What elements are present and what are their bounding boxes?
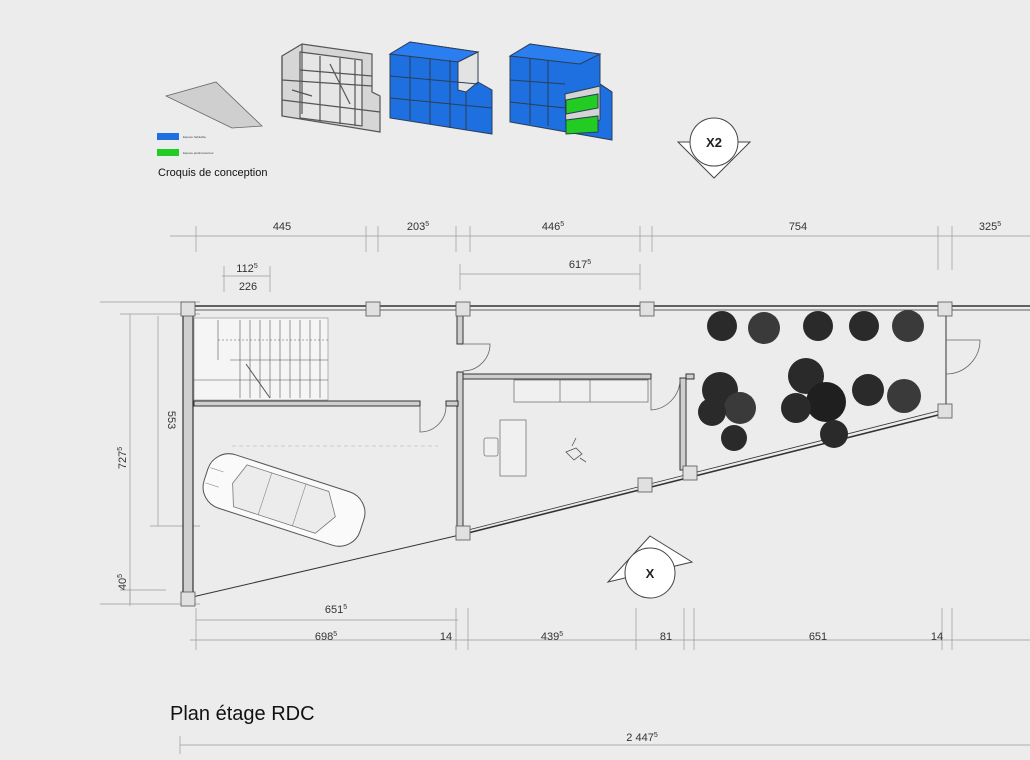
dim-top-1: 445: [273, 221, 291, 233]
dim-inner-bottom: 6515: [325, 604, 347, 616]
staircase: [193, 317, 329, 401]
structural-columns: [180, 301, 953, 607]
dimension-lines-top: [170, 226, 1030, 292]
dim-bottom-5: 651: [809, 631, 827, 643]
dim-bottom-4: 81: [660, 631, 672, 643]
plan-title: Plan étage RDC: [170, 703, 315, 725]
svg-text:X2: X2: [706, 135, 722, 150]
dimension-lines-side: [100, 301, 1030, 754]
svg-text:X: X: [646, 566, 655, 581]
office-furniture: [483, 379, 649, 477]
garden-plants: [698, 310, 924, 451]
dim-top-2: 2035: [407, 221, 429, 233]
dimension-labels: 445 2035 4465 754 3255 1125 6175 226 727…: [117, 221, 1001, 744]
dim-bottom-6: 14: [931, 631, 943, 643]
dim-top-5: 3255: [979, 221, 1001, 233]
dim-left-1: 7275: [117, 447, 129, 469]
dim-second-2: 6175: [569, 259, 591, 271]
dim-bottom-2: 14: [440, 631, 452, 643]
dim-top-4: 754: [789, 221, 807, 233]
doors: [419, 339, 981, 433]
dim-left-3: 405: [117, 574, 129, 590]
dim-total: 2 4475: [626, 732, 658, 744]
car: [202, 453, 366, 547]
interior-walls: [193, 309, 947, 533]
dim-left-2: 553: [165, 411, 177, 429]
site-wedge-sketch: [164, 81, 263, 129]
dim-third-1: 226: [239, 281, 257, 293]
living-volume-sketch: [388, 41, 493, 135]
legend-label-living: Espace habitable: [183, 135, 206, 139]
design-sketches: Espace habitable Espace jardin/exterieur…: [157, 41, 613, 179]
legend-swatch-living: [157, 133, 179, 140]
dim-bottom-3: 4395: [541, 631, 563, 643]
structure-frame-sketch: [281, 43, 381, 133]
section-marker-x2: X2: [676, 117, 752, 179]
program-volume-sketch: [508, 43, 613, 141]
dim-bottom-1: 6985: [315, 631, 337, 643]
sketch-caption: Croquis de conception: [158, 167, 267, 179]
section-marker-x: X: [606, 535, 694, 599]
legend-label-garden: Espace jardin/exterieur: [183, 151, 214, 155]
sketch-legend: Espace habitable Espace jardin/exterieur: [157, 133, 214, 156]
dim-second-1: 1125: [236, 263, 258, 275]
dim-top-3: 4465: [542, 221, 564, 233]
legend-swatch-garden: [157, 149, 179, 156]
floor-plan: [180, 301, 1030, 607]
